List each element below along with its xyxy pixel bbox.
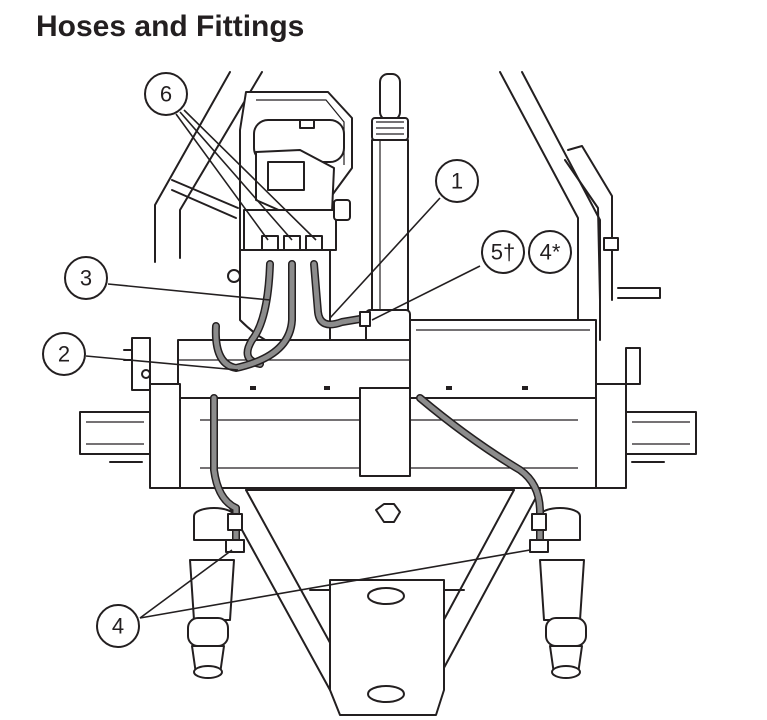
mower-frame: [123, 71, 661, 391]
callout-4-upper-label: 4*: [540, 240, 561, 265]
right-wheel-spindle: [539, 507, 587, 679]
hydraulic-cylinder: [365, 73, 411, 347]
callout-2: 2: [42, 332, 86, 376]
page-title: Hoses and Fittings: [36, 10, 305, 43]
callout-3: 3: [64, 256, 108, 300]
callout-5: 5†: [481, 230, 525, 274]
callout-6-label: 6: [160, 82, 172, 107]
deck-frame: [79, 319, 697, 523]
callout-4-upper: 4*: [528, 230, 572, 274]
hydraulic-hoses: [210, 260, 544, 544]
leader-lines: [85, 109, 531, 619]
control-valve: [227, 91, 353, 351]
callout-2-label: 2: [58, 342, 70, 367]
callout-3-label: 3: [80, 266, 92, 291]
callout-4-lower-label: 4: [112, 614, 124, 639]
lower-a-frame: [219, 489, 541, 716]
callout-4-lower: 4: [96, 604, 140, 648]
left-wheel-spindle: [187, 507, 235, 679]
callout-1: 1: [435, 159, 479, 203]
hose-fittings: [225, 311, 549, 553]
callout-1-label: 1: [451, 169, 463, 194]
callout-5-label: 5†: [491, 240, 515, 265]
callout-6: 6: [144, 72, 188, 116]
